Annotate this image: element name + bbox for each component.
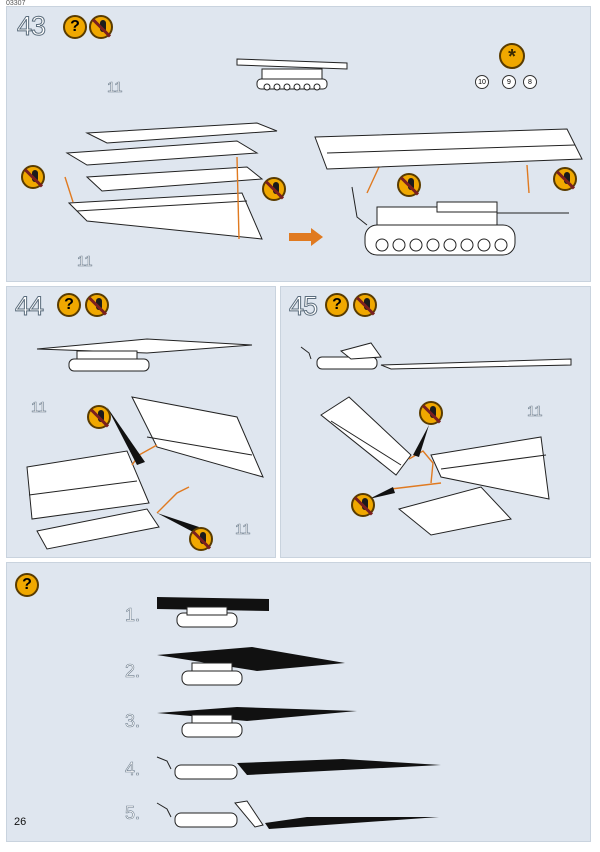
help-icon: ? bbox=[15, 573, 39, 597]
deployment-sequence-drawing bbox=[156, 597, 441, 829]
no-glue-icon bbox=[397, 173, 421, 197]
part-label: 11 bbox=[107, 79, 123, 97]
product-code: 03307 bbox=[6, 0, 26, 7]
step-45-panel: 45 ? 11 bbox=[280, 286, 591, 558]
adhesive-icon: * bbox=[499, 43, 525, 69]
sequence-label: 1. bbox=[125, 605, 141, 626]
sequence-label: 3. bbox=[125, 711, 141, 732]
no-glue-icon bbox=[419, 401, 443, 425]
step-number: 44 bbox=[14, 291, 44, 322]
no-glue-icon bbox=[189, 527, 213, 551]
no-glue-icon bbox=[89, 15, 113, 39]
step-44-panel: 44 ? 11 11 bbox=[6, 286, 276, 558]
step-44-drawing bbox=[26, 338, 264, 550]
step-45-drawing bbox=[300, 342, 572, 536]
help-icon: ? bbox=[57, 293, 81, 317]
deployment-sequence-panel: ? 1 bbox=[6, 562, 591, 842]
no-glue-icon bbox=[85, 293, 109, 317]
part-label: 11 bbox=[77, 253, 93, 271]
no-glue-icon bbox=[353, 293, 377, 317]
sequence-label: 4. bbox=[125, 759, 141, 780]
step-number: 43 bbox=[16, 11, 46, 42]
part-label: 11 bbox=[31, 399, 47, 417]
part-callout: 9 bbox=[502, 75, 516, 89]
part-callout: 10 bbox=[475, 75, 489, 89]
part-label: 11 bbox=[527, 403, 543, 421]
no-glue-icon bbox=[21, 165, 45, 189]
help-icon: ? bbox=[63, 15, 87, 39]
no-glue-icon bbox=[262, 177, 286, 201]
step-43-drawing bbox=[64, 58, 583, 256]
sequence-label: 2. bbox=[125, 661, 141, 682]
no-glue-icon bbox=[351, 493, 375, 517]
sequence-label: 5. bbox=[125, 803, 141, 824]
part-label: 11 bbox=[235, 521, 251, 539]
part-callout: 8 bbox=[523, 75, 537, 89]
page-number: 26 bbox=[14, 816, 27, 828]
step-43-panel: 43 ? bbox=[6, 6, 591, 282]
help-icon: ? bbox=[325, 293, 349, 317]
no-glue-icon bbox=[553, 167, 577, 191]
no-glue-icon bbox=[87, 405, 111, 429]
step-number: 45 bbox=[288, 291, 318, 322]
